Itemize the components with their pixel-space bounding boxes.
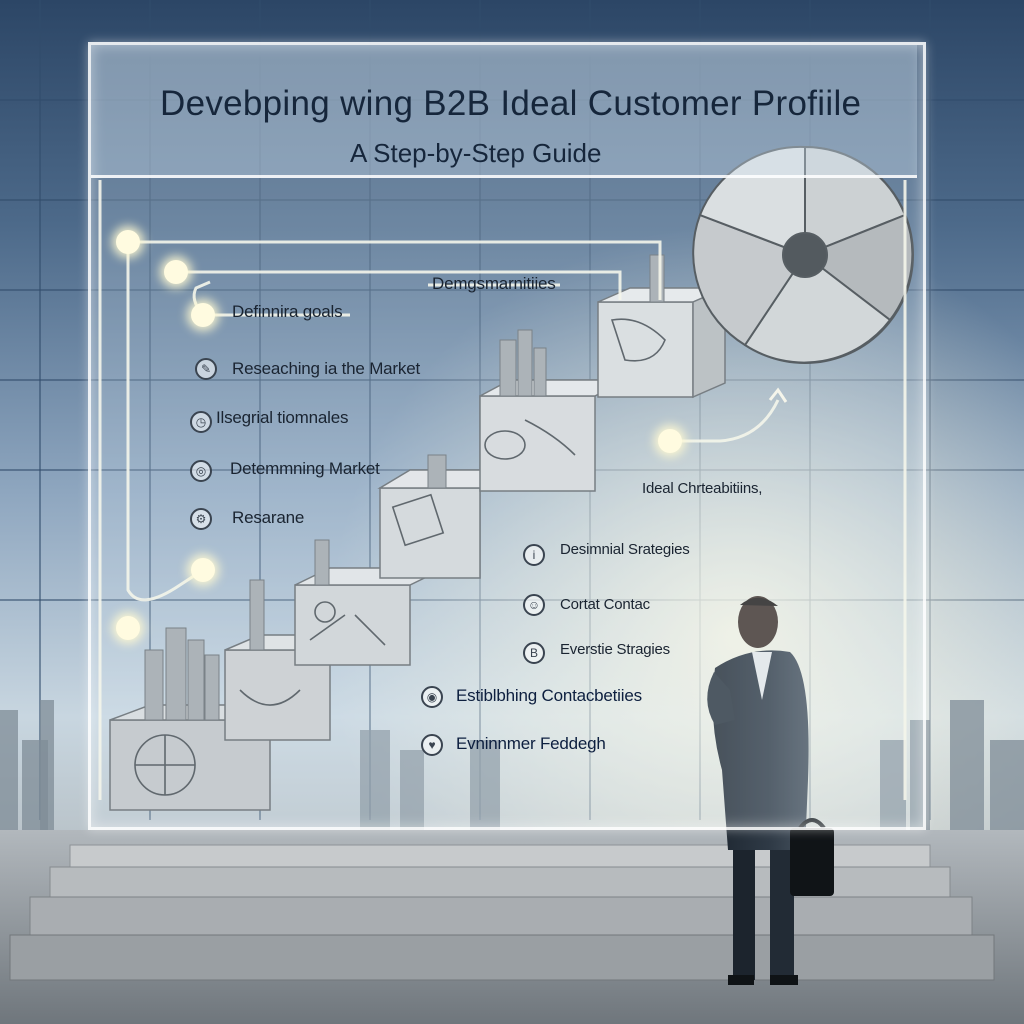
step-label-establishing: Estiblbhing Contacbetiies [456,686,642,705]
page-title: Devebping wing B2B Ideal Customer Profii… [160,84,862,123]
pie-chart [692,145,914,364]
info-icon: i [523,544,545,566]
gear-icon: ⚙ [190,508,212,530]
step-blocks [109,286,726,811]
top-label: Demgsmarnitiies [432,274,556,293]
glow-node [164,260,188,284]
b-badge-icon: B [523,642,545,664]
step-label-everstie: Everstie Stragies [560,641,670,658]
step-label-strategies: Desimnial Srategies [560,541,690,558]
glow-node [191,303,215,327]
step-label-contact: Cortat Contac [560,596,650,613]
heart-icon: ♥ [421,734,443,756]
glow-node [116,230,140,254]
title-band [91,45,917,178]
compass-icon: ✎ [195,358,217,380]
stairs [9,844,995,981]
target-icon: ◎ [190,460,212,482]
businessman [707,596,834,985]
step-label-feedback: Evninnmer Feddegh [456,734,606,753]
step-label-goals: Definnira goals [232,302,343,321]
step-label-research: Reseaching ia the Market [232,359,420,378]
target-icon: ◉ [421,686,443,708]
step-label-rationales: Ilsegrial tiomnales [216,408,349,427]
glass-panel [88,42,926,830]
contact-icon: ☺ [523,594,545,616]
right-label: Ideal Chrteabitiins, [642,480,763,497]
glow-node [116,616,140,640]
clock-icon: ◷ [190,411,212,433]
step-label-resarane: Resarane [232,508,305,527]
arrow-head [768,387,788,403]
glow-node [191,558,215,582]
glow-node [658,429,682,453]
block-sketches [134,318,666,796]
page-subtitle: A Step-by-Step Guide [350,138,602,168]
step-label-market: Detemmning Market [230,459,380,478]
